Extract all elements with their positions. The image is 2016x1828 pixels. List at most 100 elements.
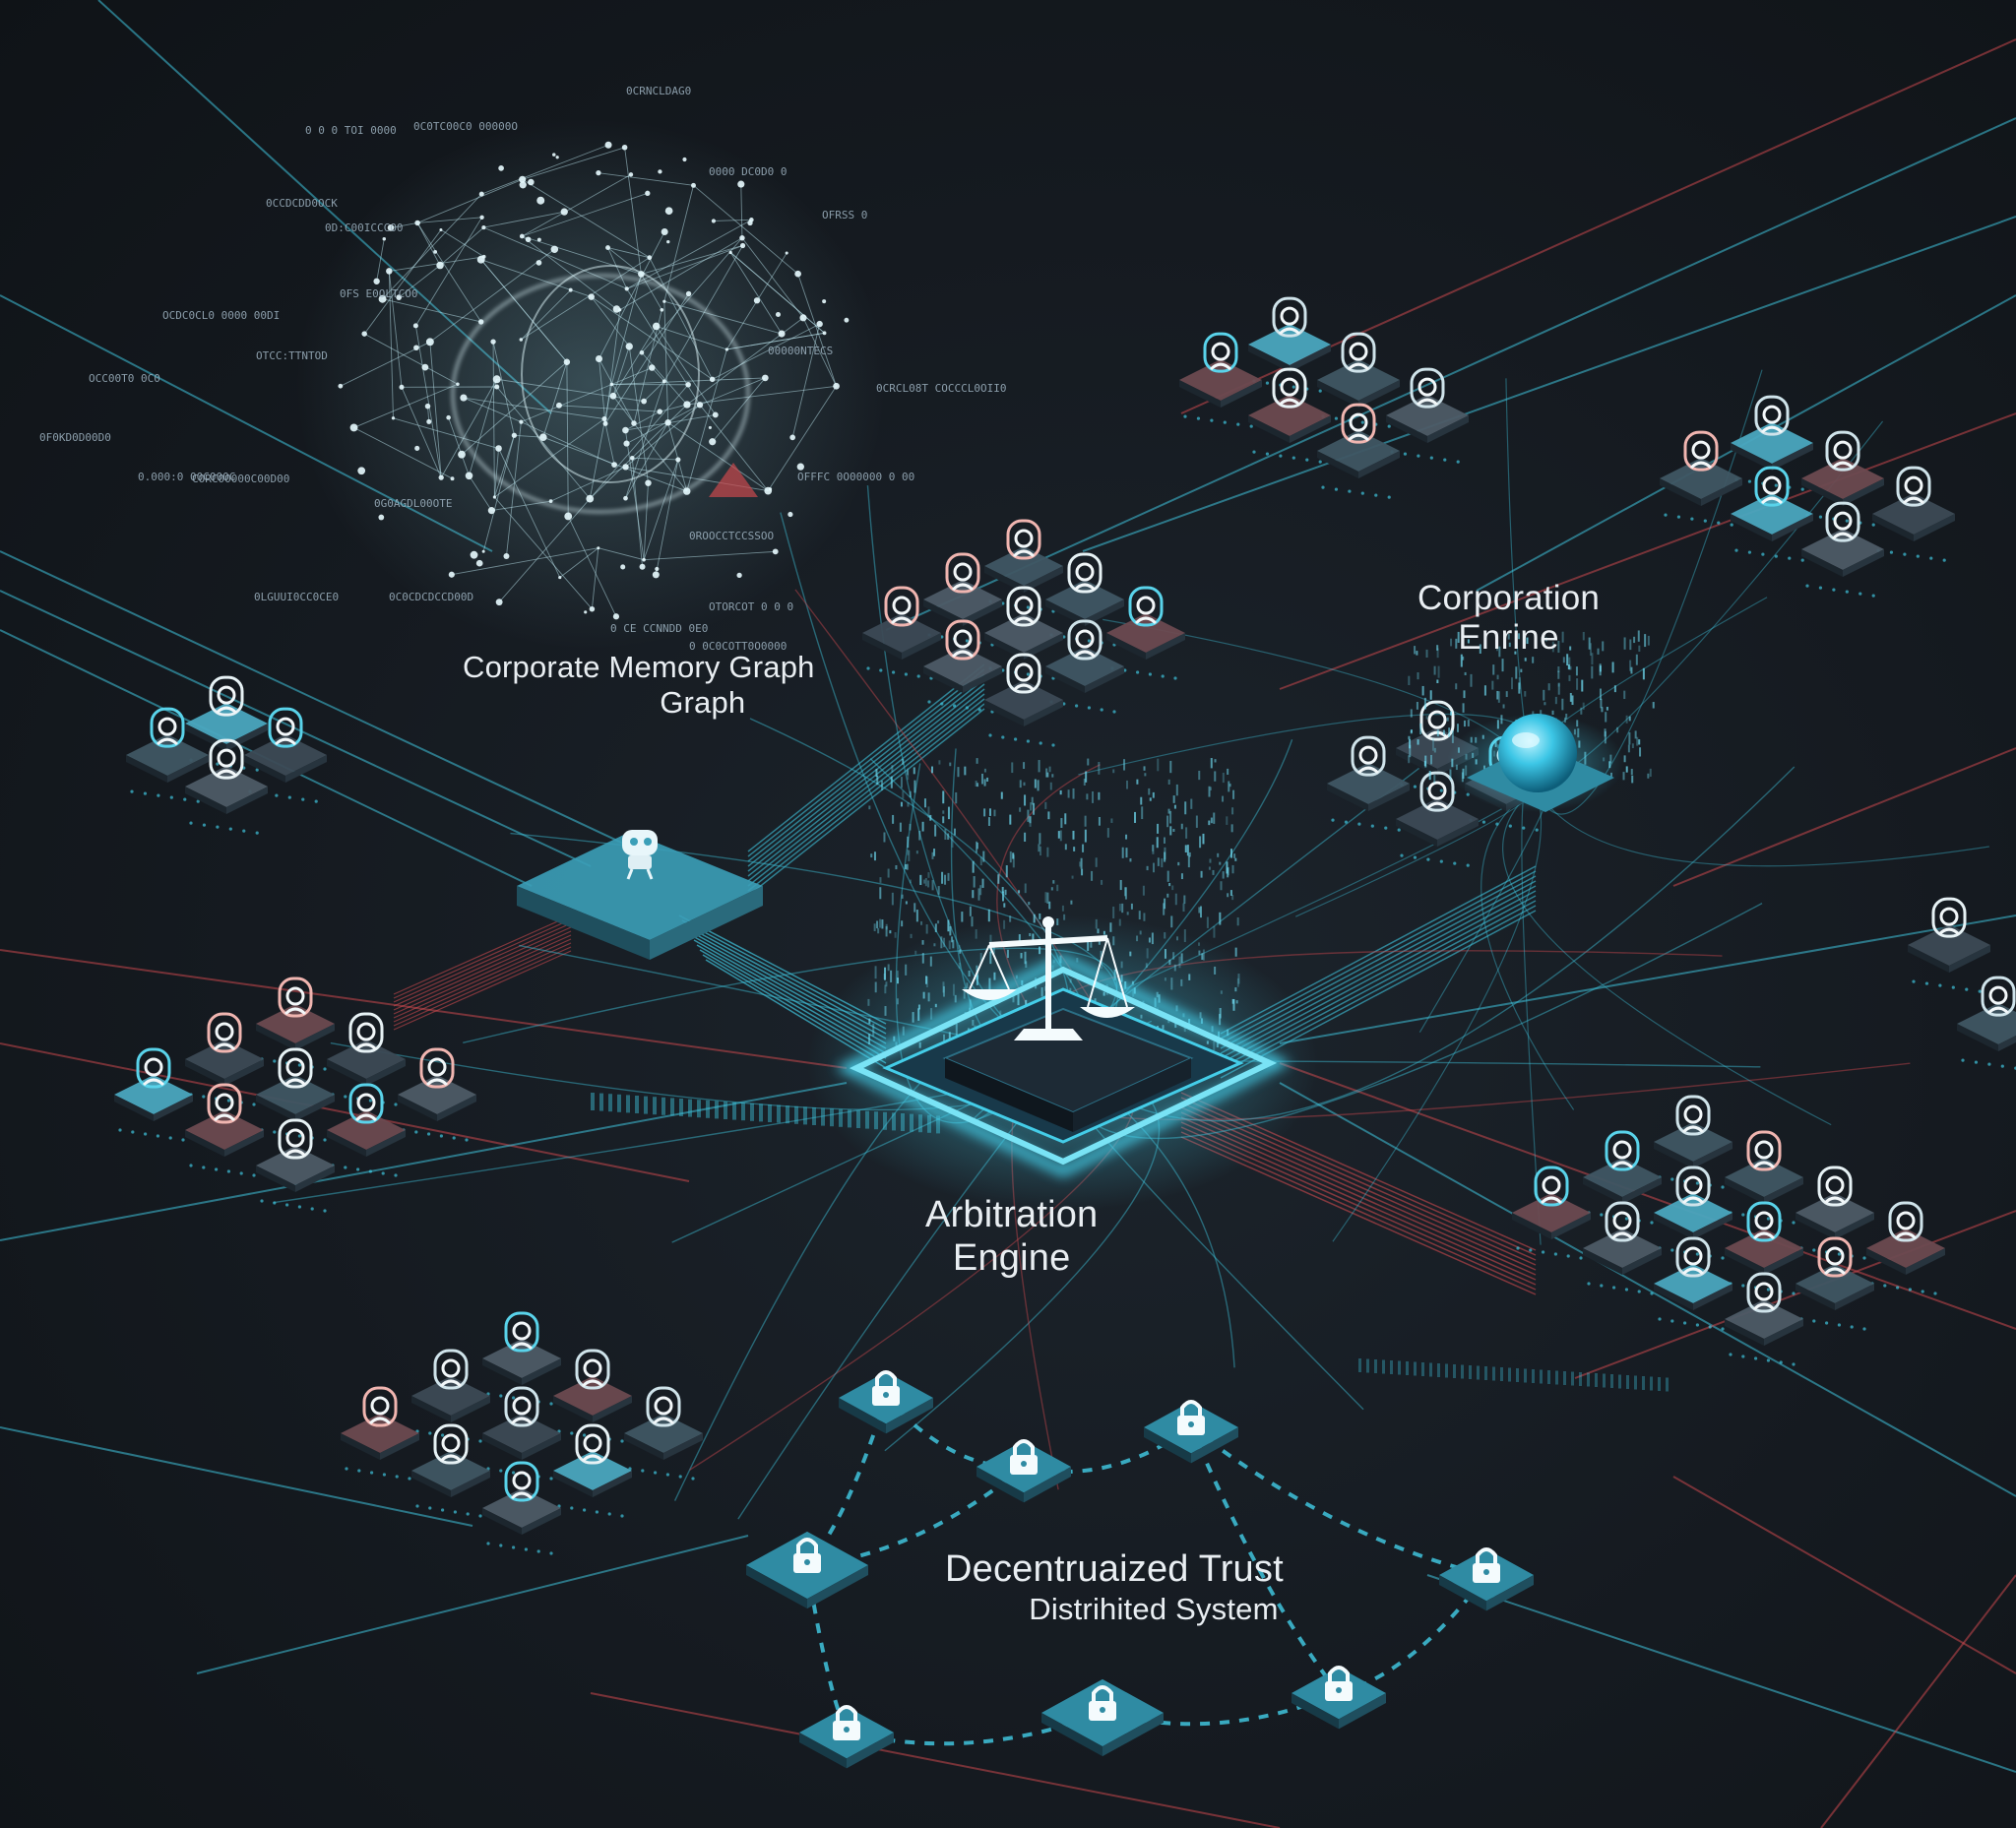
rain-particle (1139, 930, 1142, 935)
rain-particle (976, 758, 978, 764)
rain-particle (947, 919, 950, 932)
rain-particle (1581, 679, 1584, 692)
graph-node (789, 434, 796, 441)
rain-particle (1152, 791, 1155, 798)
user-badge-icon (1825, 430, 1860, 472)
user-badge-icon (1754, 466, 1790, 507)
rain-particle (922, 991, 925, 999)
rain-particle (1064, 813, 1067, 825)
rain-particle (964, 766, 967, 776)
corporation-engine-node (1408, 630, 1655, 812)
graph-node (525, 236, 532, 243)
rain-particle (1226, 816, 1228, 825)
user-node-tile (1801, 430, 1884, 527)
rain-particle (976, 965, 978, 974)
rain-particle (1450, 638, 1453, 647)
graph-edge (492, 342, 515, 436)
user-badge-icon (278, 977, 313, 1018)
rain-particle (1172, 952, 1175, 960)
scales-icon (962, 916, 1135, 1040)
dot-marker (768, 1104, 772, 1122)
graph-edge (741, 237, 804, 319)
rain-particle (1463, 720, 1466, 727)
rain-particle (1214, 759, 1217, 763)
dot-marker (1445, 1363, 1448, 1378)
rain-particle (961, 912, 964, 922)
rain-particle (1208, 820, 1211, 826)
rain-particle (1079, 861, 1082, 867)
rain-particle (1145, 963, 1148, 969)
rain-particle (1496, 647, 1499, 652)
rain-particle (1409, 738, 1412, 749)
rain-particle (1180, 978, 1183, 986)
rain-particle (931, 880, 934, 891)
graph-edge (429, 248, 555, 343)
rain-particle (1146, 948, 1149, 959)
rain-particle (914, 780, 916, 793)
hash-text-fragment: 0CRNCLDAG0 (626, 85, 692, 97)
rain-particle (1188, 851, 1191, 857)
rain-particle (1186, 845, 1189, 856)
bus-line (747, 683, 985, 872)
rain-particle (1130, 903, 1133, 910)
dot-marker (741, 1103, 745, 1121)
lock-icon (1089, 1685, 1116, 1721)
graph-node (624, 286, 629, 291)
rain-particle (1162, 1025, 1165, 1030)
dot-marker (591, 1093, 595, 1110)
dot-marker (777, 1104, 781, 1123)
dot-marker (750, 1103, 754, 1121)
rain-particle (1046, 772, 1049, 778)
trust-node (839, 1370, 933, 1434)
rain-particle (1163, 837, 1166, 844)
rain-particle (918, 1041, 921, 1048)
rain-particle (1098, 791, 1101, 800)
hash-text-fragment: OCDC0CL0 0000 00DI (162, 309, 281, 322)
rain-particle (1629, 660, 1632, 671)
rain-particle (1208, 786, 1211, 797)
user-node-tile (1654, 1095, 1732, 1189)
graph-node (661, 228, 668, 236)
graph-node (436, 261, 444, 270)
rain-particle (1033, 914, 1036, 923)
hash-text-fragment: 0F0KD0D00D0 (39, 431, 111, 444)
rain-particle (889, 930, 892, 934)
graph-node (794, 270, 801, 278)
graph-node (476, 255, 485, 264)
rain-particle (1084, 829, 1087, 843)
rain-particle (1636, 736, 1639, 746)
dot-marker (1429, 1362, 1432, 1377)
rain-particle (1582, 631, 1585, 641)
user-node-tile (984, 586, 1063, 680)
rain-particle (949, 762, 952, 767)
graph-node (560, 208, 568, 216)
graph-edge (469, 379, 498, 476)
corporate-memory-graph-network (295, 118, 886, 650)
rain-particle (1455, 638, 1458, 649)
rain-particle (1410, 729, 1413, 733)
dot-marker (697, 1100, 701, 1118)
user-node-tile (1725, 1201, 1803, 1295)
rain-particle (1051, 774, 1054, 778)
rain-particle (1184, 845, 1187, 852)
graph-node (749, 218, 754, 222)
rain-particle (1017, 994, 1020, 1006)
graph-edge (521, 367, 653, 423)
rain-particle (930, 766, 933, 774)
user-node-tile (1396, 771, 1479, 867)
graph-edge (522, 235, 642, 275)
rain-particle (1166, 815, 1169, 828)
rain-particle (1561, 631, 1564, 643)
rain-particle (1206, 916, 1209, 928)
rain-particle (1544, 702, 1546, 706)
robot-hub-node (517, 830, 763, 960)
rain-particle (912, 1012, 914, 1023)
rain-particle (1234, 947, 1237, 957)
rain-particle (1436, 679, 1439, 684)
user-badge-icon (1341, 332, 1376, 373)
rain-particle (1436, 645, 1439, 651)
graph-node (519, 181, 527, 189)
rain-particle (955, 791, 958, 804)
user-badge-icon (1746, 1130, 1782, 1171)
rain-particle (913, 767, 915, 775)
